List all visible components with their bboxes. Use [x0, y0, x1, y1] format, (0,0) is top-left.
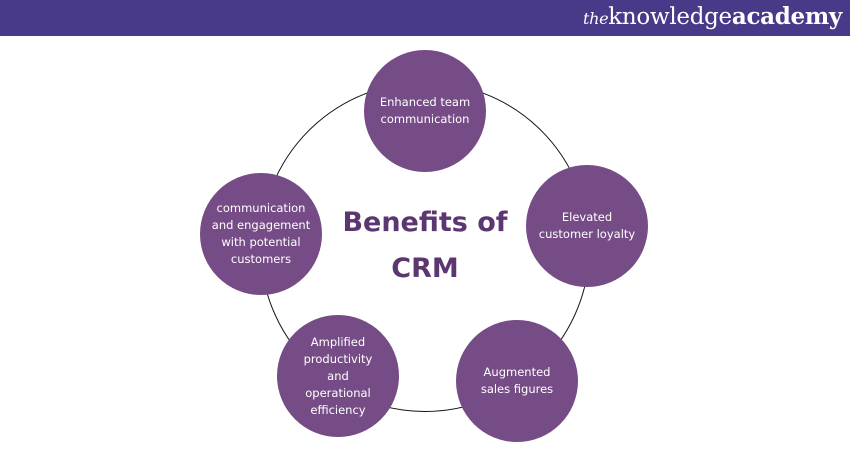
benefit-node-customer-engagement: communication and engagement with potent… [200, 173, 322, 295]
benefit-node-sales-figures: Augmented sales figures [456, 320, 578, 442]
logo-part2: academy [731, 3, 842, 30]
node-label: Augmented sales figures [480, 365, 554, 396]
benefit-node-customer-loyalty: Elevated customer loyalty [526, 165, 648, 287]
logo-prefix: the [582, 9, 609, 28]
node-label: Enhanced team communication [379, 95, 471, 126]
node-label: Amplified productivity and operational e… [303, 334, 373, 417]
knowledge-academy-logo[interactable]: theknowledgeacademy [583, 3, 842, 30]
node-label: communication and engagement with potent… [211, 201, 311, 266]
title-line-2: CRM [391, 253, 459, 284]
diagram-title: Benefits of CRM [325, 200, 525, 292]
benefit-node-team-communication: Enhanced team communication [364, 50, 486, 172]
logo-part1: knowledge [608, 4, 732, 30]
benefit-node-productivity: Amplified productivity and operational e… [277, 315, 399, 437]
header-bar: theknowledgeacademy [0, 0, 850, 36]
title-line-1: Benefits of [342, 207, 508, 238]
node-label: Elevated customer loyalty [538, 210, 636, 241]
